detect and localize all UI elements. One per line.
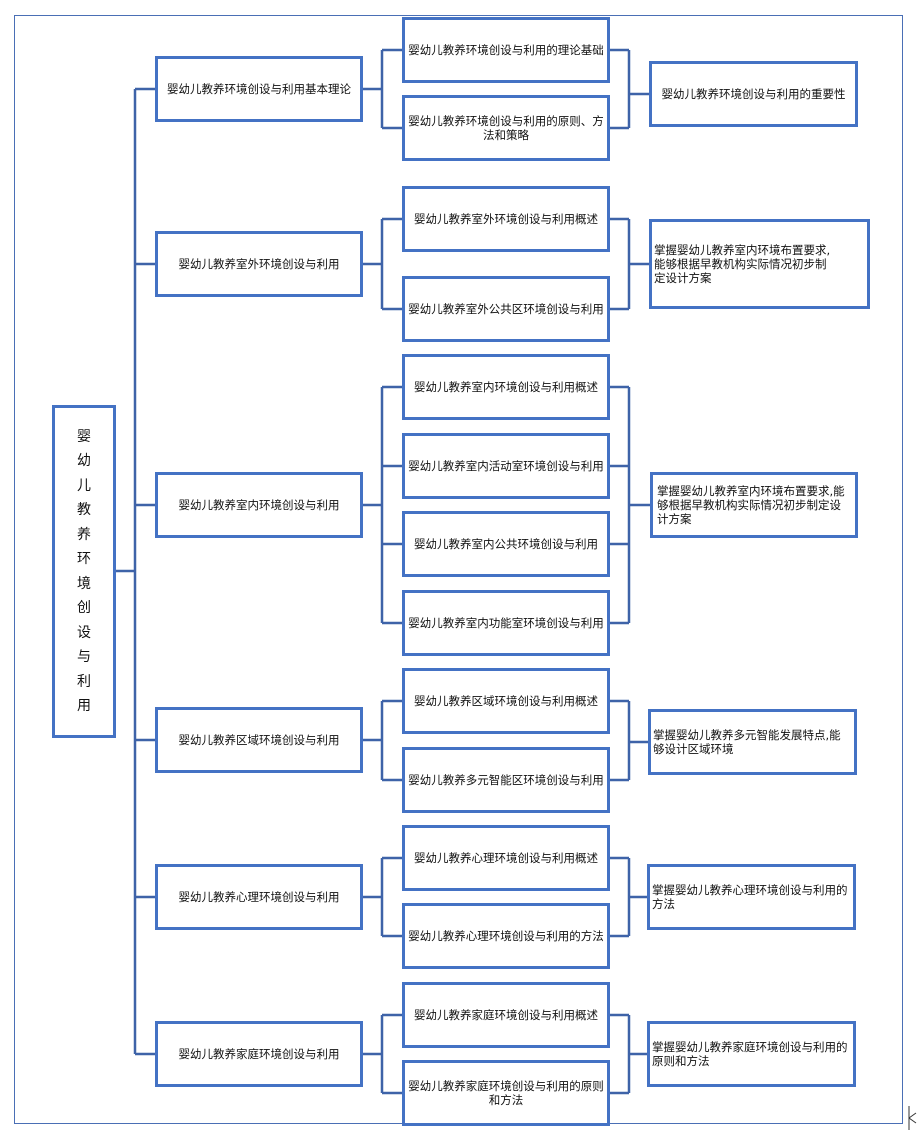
goal-3: 掌握婴幼儿教养室内环境布置要求,能够根据早教机构实际情况初步制定设计方案 xyxy=(650,472,858,538)
topic-5-1: 婴幼儿教养心理环境创设与利用概述 xyxy=(402,825,610,891)
module-title-1: 婴幼儿教养环境创设与利用基本理论 xyxy=(155,56,363,122)
topic-5-2: 婴幼儿教养心理环境创设与利用的方法 xyxy=(402,903,610,969)
root-char-11: 利 xyxy=(77,673,91,690)
root-char-12: 用 xyxy=(77,698,91,714)
topic-2-1: 婴幼儿教养室外环境创设与利用概述 xyxy=(402,186,610,252)
goal-2: 掌握婴幼儿教养室内环境布置要求,能够根据早教机构实际情况初步制定设计方案 xyxy=(649,219,870,309)
root-char-2: 幼 xyxy=(77,453,91,469)
goal-6: 掌握婴幼儿教养家庭环境创设与利用的原则和方法 xyxy=(647,1021,856,1087)
topic-3-2: 婴幼儿教养室内活动室环境创设与利用 xyxy=(402,433,610,499)
root-char-10: 与 xyxy=(77,649,91,665)
root-node: 婴幼儿教养环境创设与利用 xyxy=(52,405,116,738)
root-char-9: 设 xyxy=(77,624,91,641)
root-char-4: 教 xyxy=(77,502,91,518)
topic-1-2: 婴幼儿教养环境创设与利用的原则、方法和策略 xyxy=(402,95,610,161)
module-title-6: 婴幼儿教养家庭环境创设与利用 xyxy=(155,1021,363,1087)
topic-3-4: 婴幼儿教养室内功能室环境创设与利用 xyxy=(402,590,610,656)
topic-4-1: 婴幼儿教养区域环境创设与利用概述 xyxy=(402,668,610,734)
topic-2-2: 婴幼儿教养室外公共区环境创设与利用 xyxy=(402,276,610,342)
module-title-4: 婴幼儿教养区域环境创设与利用 xyxy=(155,707,363,773)
root-char-8: 创 xyxy=(77,600,91,616)
module-title-5: 婴幼儿教养心理环境创设与利用 xyxy=(155,864,363,930)
topic-6-1: 婴幼儿教养家庭环境创设与利用概述 xyxy=(402,982,610,1048)
topic-6-2: 婴幼儿教养家庭环境创设与利用的原则和方法 xyxy=(402,1060,610,1126)
goal-4: 掌握婴幼儿教养多元智能发展特点,能够设计区域环境 xyxy=(648,709,857,775)
module-title-3: 婴幼儿教养室内环境创设与利用 xyxy=(155,472,363,538)
topic-1-1: 婴幼儿教养环境创设与利用的理论基础 xyxy=(402,17,610,83)
topic-3-1: 婴幼儿教养室内环境创设与利用概述 xyxy=(402,354,610,420)
topic-3-3: 婴幼儿教养室内公共环境创设与利用 xyxy=(402,511,610,577)
root-char-6: 环 xyxy=(77,551,91,567)
topic-4-2: 婴幼儿教养多元智能区环境创设与利用 xyxy=(402,747,610,813)
root-char-1: 婴 xyxy=(77,428,91,445)
resize-cursor-icon xyxy=(908,1106,917,1130)
goal-5: 掌握婴幼儿教养心理环境创设与利用的方法 xyxy=(647,864,856,930)
root-char-5: 养 xyxy=(77,526,91,543)
goal-1: 婴幼儿教养环境创设与利用的重要性 xyxy=(649,61,858,127)
root-char-7: 境 xyxy=(77,575,91,592)
root-char-3: 儿 xyxy=(77,477,91,494)
module-title-2: 婴幼儿教养室外环境创设与利用 xyxy=(155,231,363,297)
